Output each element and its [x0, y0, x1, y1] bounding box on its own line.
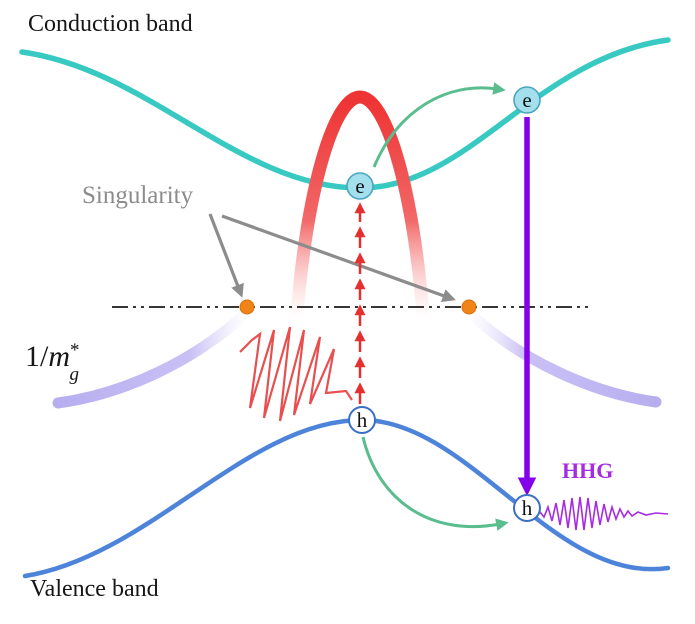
singularity-arrow-right [221, 214, 456, 302]
electron-marker-right: e [513, 86, 541, 114]
inverse-mass-subscript: g [70, 364, 80, 385]
scattering-arrow-hole [361, 436, 509, 531]
conduction-band-label: Conduction band [28, 11, 193, 37]
electron-symbol: e [522, 88, 531, 112]
singularity-dot-right [461, 299, 477, 315]
inverse-mass-label: 1/m* g [25, 340, 80, 385]
hole-symbol: h [522, 496, 533, 520]
hhg-label: HHG [562, 458, 613, 483]
electron-symbol: e [355, 174, 364, 198]
hole-marker-center: h [348, 406, 376, 434]
inverse-mass-peak [290, 90, 430, 323]
inverse-mass-prefix: 1/ [25, 340, 49, 373]
inverse-mass-wing-left [52, 309, 250, 409]
singularity-dot-left [239, 299, 255, 315]
hole-symbol: h [357, 408, 368, 432]
electron-marker-center: e [346, 172, 374, 200]
laser-pulse-icon [239, 326, 353, 422]
hole-marker-right: h [513, 494, 541, 522]
singularity-label: Singularity [82, 182, 194, 209]
hhg-wave-icon [539, 496, 669, 531]
scattering-arrow-electron [372, 82, 506, 168]
inverse-mass-wing-right [466, 309, 662, 408]
inverse-mass-superscript: * [70, 340, 80, 361]
valence-band-label: Valence band [30, 576, 159, 602]
inverse-mass-symbol: m [48, 340, 70, 373]
singularity-arrow-left [208, 213, 244, 298]
